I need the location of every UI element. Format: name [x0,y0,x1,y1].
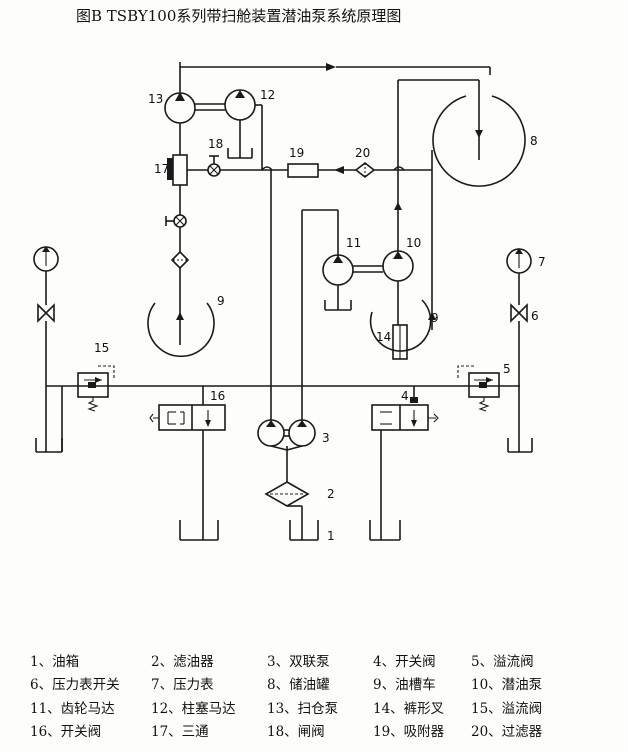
label-11: 11 [346,236,361,250]
label-1: 1 [327,529,335,543]
sweep-filter [170,250,190,270]
legend-item: 19、吸附器 [373,724,445,741]
tee-17 [167,154,188,186]
label-16: 16 [210,389,225,403]
legend-item: 10、潜油泵 [471,677,543,694]
legend-item: 11、齿轮马达 [30,700,115,717]
oil-tank-1 [289,520,319,541]
sweep-gate-valve [165,214,187,228]
oil-filter-2 [264,481,310,540]
legend-item: 6、压力表开关 [30,677,120,694]
label-8: 8 [530,134,538,148]
component-legend: 1、油箱 2、滤油器 3、双联泵 4、开关阀 5、溢流阀 6、压力表开关 7、压… [30,648,620,742]
left-gauge-assembly [33,246,59,386]
relief-valve-15 [35,365,115,453]
legend-item: 12、柱塞马达 [151,700,236,717]
label-5: 5 [503,362,511,376]
legend-item: 1、油箱 [30,653,80,670]
plunger-motor-12 [224,89,263,170]
label-10: 10 [406,236,421,250]
legend-item: 15、溢流阀 [471,700,543,717]
relief-valve-5 [457,365,500,412]
legend-item: 4、开关阀 [373,653,436,670]
label-13: 13 [148,92,163,106]
legend-row: 1、油箱 2、滤油器 3、双联泵 4、开关阀 5、溢流阀 [30,648,620,672]
label-19: 19 [289,146,304,160]
legend-item: 18、闸阀 [267,724,325,741]
diagram-title: 图B TSBY100系列带扫舱装置潜油泵系统原理图 [76,7,402,25]
label-4: 4 [401,389,409,403]
label-15: 15 [94,341,109,355]
storage-tank-8 [336,66,526,187]
legend-item: 5、溢流阀 [471,653,534,670]
legend-item: 9、油槽车 [373,677,436,694]
label-14: 14 [376,330,391,344]
label-9-right: 9 [431,311,439,325]
label-20: 20 [355,146,370,160]
legend-row: 6、压力表开关 7、压力表 8、储油罐 9、油槽车 10、潜油泵 [30,672,620,696]
adsorber-19 [287,163,319,178]
label-3: 3 [322,431,330,445]
legend-row: 11、齿轮马达 12、柱塞马达 13、扫仓泵 14、裤形叉 15、溢流阀 [30,695,620,719]
sweep-pump-13 [164,62,196,155]
gate-valve-18 [207,155,221,177]
legend-item: 17、三通 [151,724,209,741]
submersible-pump-10 [382,200,414,325]
label-17: 17 [154,162,169,176]
label-2: 2 [327,487,335,501]
gauge-switch-6 [510,303,528,323]
label-12: 12 [260,88,275,102]
gear-motor-11 [322,254,354,311]
switch-valve-16 [149,386,226,541]
legend-item: 8、储油罐 [267,677,330,694]
legend-item: 7、压力表 [151,677,214,694]
legend-item: 20、过滤器 [471,724,543,741]
tanker-left [147,302,215,358]
label-18: 18 [208,137,223,151]
right-gauge-assembly [506,248,533,453]
filter-20 [354,161,376,179]
label-9-left: 9 [217,294,225,308]
gauge-switch-left [37,303,55,323]
trouser-fork-14 [392,324,408,360]
legend-item: 3、双联泵 [267,653,330,670]
hydraulic-schematic: 1 2 3 4 5 6 7 8 9 9 10 11 12 13 14 15 16… [33,62,546,543]
legend-row: 16、开关阀 17、三通 18、闸阀 19、吸附器 20、过滤器 [30,719,620,743]
switch-valve-4 [369,386,439,541]
label-7: 7 [538,255,546,269]
legend-item: 13、扫仓泵 [267,700,339,717]
legend-item: 16、开关阀 [30,724,102,741]
legend-item: 14、裤形叉 [373,700,445,717]
legend-item: 2、滤油器 [151,653,214,670]
label-6: 6 [531,309,539,323]
double-pump-3 [257,386,316,482]
